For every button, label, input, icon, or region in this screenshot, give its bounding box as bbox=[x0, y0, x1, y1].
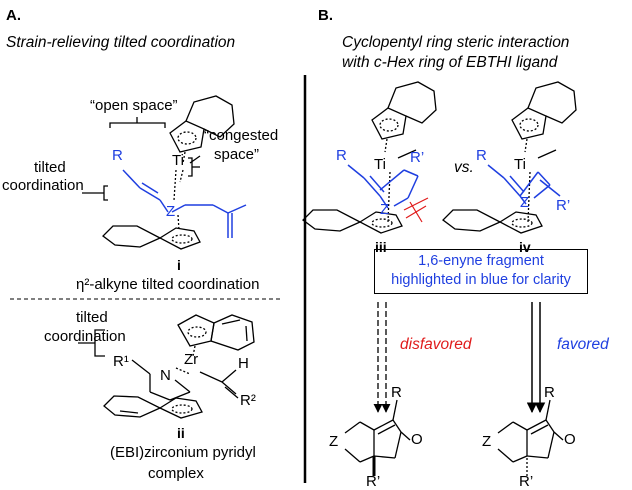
product1-r: R bbox=[391, 384, 402, 401]
box-line2: highlighted in blue for clarity bbox=[391, 272, 571, 288]
atom-ti-iv: Ti bbox=[514, 156, 526, 173]
structure-iii bbox=[302, 81, 437, 234]
steric-clash-iii bbox=[403, 197, 429, 223]
atom-ti-iii: Ti bbox=[374, 156, 386, 173]
disfavored-label: disfavored bbox=[400, 336, 472, 353]
caption-i: η²-alkyne tilted coordination bbox=[76, 276, 260, 293]
atom-h: H bbox=[238, 355, 249, 372]
label-iv: iv bbox=[519, 239, 531, 255]
product1-z: Z bbox=[329, 433, 339, 450]
product2-rp: R’ bbox=[519, 473, 534, 490]
atom-ti-i: Ti bbox=[172, 152, 184, 169]
bottom-indenyl-i bbox=[102, 169, 201, 250]
enyne-fragment-iii bbox=[347, 164, 419, 209]
panel-a-label: A. bbox=[6, 7, 21, 24]
caption-ii-line1: (EBI)zirconium pyridyl bbox=[110, 444, 256, 461]
product1-o: O bbox=[411, 431, 423, 448]
arrows-disfavored bbox=[373, 302, 391, 413]
atom-r1: R¹ bbox=[113, 353, 129, 370]
congested-label-line2: space” bbox=[214, 146, 260, 163]
tilted2-label-line1: tilted bbox=[76, 309, 108, 326]
product2-o: O bbox=[564, 431, 576, 448]
favored-label: favored bbox=[557, 336, 609, 353]
arrows-favored bbox=[526, 302, 546, 414]
label-i: i bbox=[177, 257, 181, 273]
atom-r-iii: R bbox=[336, 147, 347, 164]
box-line1: 1,6-enyne fragment bbox=[418, 253, 544, 269]
open-space-label: “open space” bbox=[90, 97, 178, 114]
enyne-fragment-iv bbox=[487, 164, 561, 205]
product-1 bbox=[344, 399, 411, 476]
panel-a-heading: Strain-relieving tilted coordination bbox=[6, 34, 236, 51]
enyne-fragment-i bbox=[122, 169, 247, 238]
vs-label: vs. bbox=[454, 159, 474, 176]
atom-zr: Zr bbox=[184, 351, 199, 368]
atom-z-iv: Z bbox=[520, 194, 530, 211]
panel-b-label: B. bbox=[318, 7, 333, 24]
atom-rp-iii: R’ bbox=[410, 149, 425, 166]
atom-z-iii: Z bbox=[380, 201, 390, 218]
label-ii: ii bbox=[177, 425, 185, 441]
atom-r-i: R bbox=[112, 147, 123, 164]
caption-ii-line2: complex bbox=[148, 465, 204, 482]
atom-r-iv: R bbox=[476, 147, 487, 164]
product1-rp: R’ bbox=[366, 473, 381, 490]
atom-rp-iv: R’ bbox=[556, 197, 571, 214]
tilted-label-line2: coordination bbox=[2, 177, 84, 194]
atom-n: N bbox=[160, 367, 171, 384]
label-iii: iii bbox=[375, 239, 387, 255]
structure-iv bbox=[442, 81, 577, 234]
atom-r2: R² bbox=[240, 392, 256, 409]
atom-z-i: Z bbox=[166, 203, 176, 220]
annotation-box: 1,6-enyne fragment highlighted in blue f… bbox=[374, 249, 588, 294]
congested-label-line1: “congested bbox=[204, 127, 279, 144]
product-2 bbox=[497, 399, 564, 476]
structure-i bbox=[82, 95, 235, 201]
panel-b-heading-line1: Cyclopentyl ring steric interaction bbox=[342, 34, 570, 51]
structure-ii bbox=[78, 314, 255, 419]
product2-z: Z bbox=[482, 433, 492, 450]
panel-b-heading-line2: with c-Hex ring of EBTHI ligand bbox=[342, 54, 558, 71]
product2-r: R bbox=[544, 384, 555, 401]
tilted-label-line1: tilted bbox=[34, 159, 66, 176]
tilted2-label-line2: coordination bbox=[44, 328, 126, 345]
